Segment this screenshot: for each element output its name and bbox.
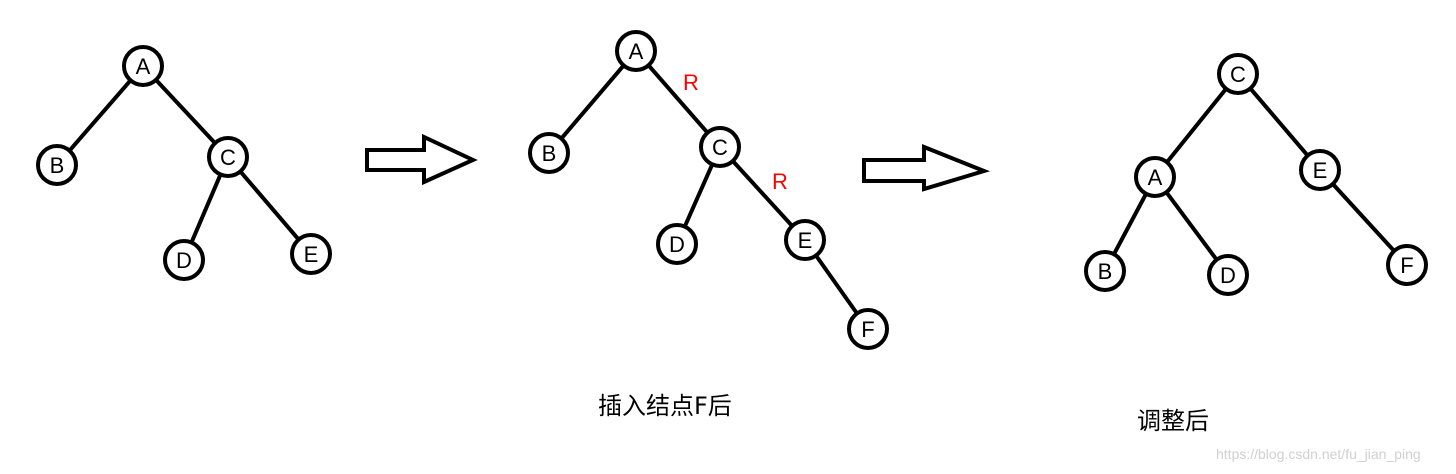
watermark-text: https://blog.csdn.net/fu_jian_ping	[1216, 446, 1421, 462]
node-label: C	[1230, 62, 1246, 87]
node-label: B	[1098, 259, 1113, 284]
edge-A-C	[153, 77, 218, 146]
node-E: E	[1299, 149, 1341, 191]
node-circle	[528, 132, 570, 174]
node-A: A	[615, 30, 657, 72]
node-label: C	[220, 145, 236, 170]
node-F: F	[847, 308, 889, 350]
edge-C-E	[730, 159, 795, 228]
edge-C-D	[189, 172, 223, 245]
node-circle	[1207, 254, 1249, 296]
node-label: F	[1400, 253, 1413, 278]
node-C: C	[699, 126, 741, 168]
edge-A-B	[559, 63, 626, 141]
caption-after-adjust: 调整后	[1137, 407, 1209, 435]
node-circle	[847, 308, 889, 350]
edge-A-B	[1111, 191, 1149, 257]
node-D: D	[1207, 254, 1249, 296]
node-label: B	[542, 141, 557, 166]
edge-C-E	[1248, 86, 1310, 158]
edge-A-C	[646, 63, 710, 135]
node-circle	[784, 219, 826, 261]
tree-after-adjust: C A E B D F	[1084, 53, 1428, 296]
rotation-label: R	[772, 169, 788, 194]
node-B: B	[528, 132, 570, 174]
node-circle	[290, 233, 332, 275]
node-A: A	[122, 45, 164, 87]
node-D: D	[163, 239, 205, 281]
node-circle	[1217, 53, 1259, 95]
node-label: E	[798, 228, 813, 253]
right-arrow-icon	[862, 144, 991, 192]
node-circle	[163, 239, 205, 281]
node-circle	[1386, 244, 1428, 286]
tree-after-insert: A B C D E F R R	[528, 30, 889, 350]
node-circle	[1084, 250, 1126, 292]
caption-after-insert: 插入结点F后	[598, 392, 732, 420]
edge-E-F	[813, 253, 860, 316]
node-circle	[36, 144, 78, 186]
edge-A-D	[1164, 190, 1219, 262]
node-circle	[615, 30, 657, 72]
edge-E-F	[1330, 182, 1397, 253]
node-label: D	[669, 232, 685, 257]
node-label: A	[1148, 165, 1163, 190]
node-B: B	[36, 144, 78, 186]
right-arrow-icon	[365, 133, 478, 186]
node-C: C	[1217, 53, 1259, 95]
node-circle	[207, 136, 249, 178]
edge-C-A	[1164, 86, 1229, 165]
node-label: E	[1313, 158, 1328, 183]
node-label: D	[1220, 263, 1236, 288]
node-circle	[656, 223, 698, 265]
node-label: A	[629, 39, 644, 64]
edge-C-E	[238, 169, 301, 242]
rotation-label: R	[683, 70, 699, 95]
node-circle	[699, 126, 741, 168]
node-C: C	[207, 136, 249, 178]
node-label: E	[304, 242, 319, 267]
node-E: E	[784, 219, 826, 261]
edge-A-B	[67, 78, 133, 153]
node-B: B	[1084, 250, 1126, 292]
node-circle	[1299, 149, 1341, 191]
node-F: F	[1386, 244, 1428, 286]
node-circle	[1134, 156, 1176, 198]
node-label: D	[176, 248, 192, 273]
node-E: E	[290, 233, 332, 275]
node-label: A	[136, 54, 151, 79]
node-D: D	[656, 223, 698, 265]
edge-C-D	[682, 162, 715, 229]
node-label: B	[50, 153, 65, 178]
tree-before: A B C D E	[36, 45, 332, 281]
node-A: A	[1134, 156, 1176, 198]
node-label: F	[861, 317, 874, 342]
node-circle	[122, 45, 164, 87]
node-label: C	[712, 135, 728, 160]
